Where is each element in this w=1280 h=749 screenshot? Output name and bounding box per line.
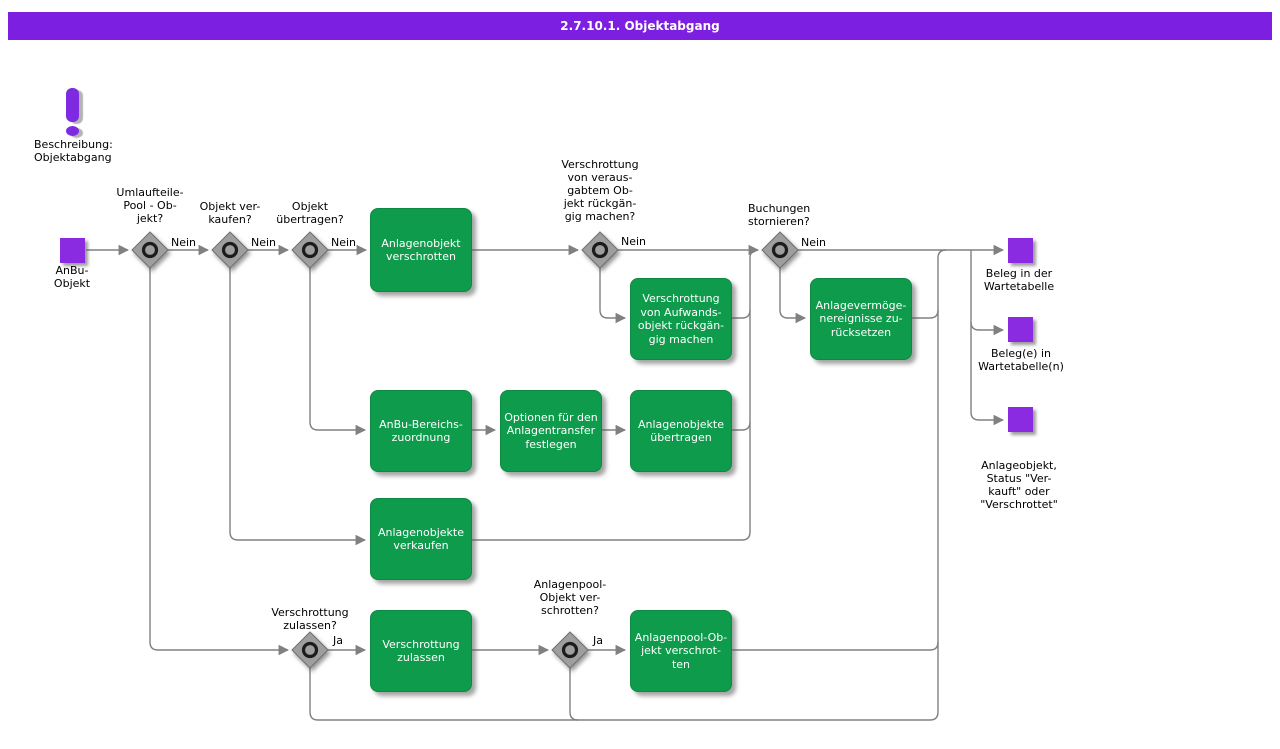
task-anlagenobjekte-uebertragen: Anlagenobjekte übertragen <box>630 390 732 472</box>
task-label: Anlagenpool-Ob- jekt verschrot- ten <box>634 630 728 671</box>
branch-label-nein-1: Nein <box>171 236 197 249</box>
branch-label-nein-4: Nein <box>621 235 647 248</box>
decision-objekt-uebertragen <box>291 231 329 269</box>
task-label: Anlagenobjekt verschrotten <box>381 236 461 264</box>
connector-d2-down-task7 <box>229 268 367 546</box>
connector-task9-join <box>730 641 939 651</box>
end-event-belege-wartetabellen <box>1008 317 1033 342</box>
task-anlagevermoegen-zuruecksetzen: Anlagevermöge- nereignisse zu- rücksetze… <box>810 278 912 360</box>
exclamation-icon <box>66 88 79 122</box>
connector-d4-down-task2 <box>599 268 627 324</box>
task-verschrottung-zulassen: Verschrottung zulassen <box>370 610 472 692</box>
connector-d5-down-task3 <box>779 268 807 324</box>
decision-verschrottung-rueckgaengig <box>581 231 619 269</box>
exclamation-icon-dot <box>66 126 79 136</box>
decision-anlagenpool-verschrotten <box>551 631 589 669</box>
connector-d6-down-bypass <box>309 249 947 721</box>
connector-task7-up-d5 <box>470 249 759 541</box>
end-event-beleg-wartetabelle <box>1008 238 1033 263</box>
connector-task2-join <box>730 309 751 319</box>
connector-branch-end3 <box>970 250 1005 426</box>
question-buchungen-stornieren: Buchungen stornieren? <box>748 202 811 228</box>
task-optionen-anlagentransfer: Optionen für den Anlagentransfer festleg… <box>500 390 602 472</box>
end-event-label-1: Beleg in der Wartetabelle <box>983 267 1055 293</box>
connector-task6-join <box>730 421 751 431</box>
decision-verschrottung-zulassen <box>291 631 329 669</box>
task-verschrottung-aufwand-rueckgaengig: Verschrottung von Aufwands- objekt rückg… <box>630 278 732 360</box>
task-label: AnBu-Bereichs- zuordnung <box>379 417 463 445</box>
task-label: Anlagenobjekte verkaufen <box>377 525 464 553</box>
branch-label-ja-6: Ja <box>333 634 343 647</box>
connector-d3-down-task4 <box>309 268 367 436</box>
end-event-label-2: Beleg(e) in Wartetabelle(n) <box>978 347 1064 373</box>
note-label: Beschreibung: Objektabgang <box>34 138 113 164</box>
question-verschrottung-rueckgaengig: Verschrottung von veraus- gabtem Ob- jek… <box>561 158 639 223</box>
connectors <box>86 244 1005 721</box>
decision-buchungen-stornieren <box>761 231 799 269</box>
task-label: Anlagenobjekte übertragen <box>637 417 724 445</box>
end-event-label-3: Anlageobjekt, Status "Ver- kauft" oder "… <box>980 459 1058 511</box>
task-label: Verschrottung zulassen <box>382 637 460 665</box>
question-verschrottung-zulassen: Verschrottung zulassen? <box>271 606 349 632</box>
branch-label-ja-7: Ja <box>593 634 603 647</box>
diagram-title: 2.7.10.1. Objektabgang <box>560 19 720 33</box>
task-label: Optionen für den Anlagentransfer festleg… <box>504 410 598 451</box>
end-event-anlageobjekt-status <box>1008 407 1033 432</box>
task-label: Anlagevermöge- nereignisse zu- rücksetze… <box>815 298 907 339</box>
decision-objekt-verkaufen <box>211 231 249 269</box>
task-anlagenobjekte-verkaufen: Anlagenobjekte verkaufen <box>370 498 472 580</box>
task-anlagenpool-objekt-verschrotten: Anlagenpool-Ob- jekt verschrot- ten <box>630 610 732 692</box>
task-anlagenobjekt-verschrotten: Anlagenobjekt verschrotten <box>370 208 472 292</box>
question-objekt-verkaufen: Objekt ver- kaufen? <box>199 200 261 226</box>
decision-diamonds <box>131 231 799 669</box>
connector-d1-down-d6 <box>149 268 290 656</box>
question-umlaufteile-pool: Umlaufteile- Pool - Ob- jekt? <box>116 186 184 225</box>
branch-label-nein-3: Nein <box>331 236 357 249</box>
connector-task3-join <box>910 309 939 319</box>
branch-label-nein-2: Nein <box>251 236 277 249</box>
connector-branch-end2 <box>970 321 1005 336</box>
start-event-anbu-objekt <box>60 238 85 263</box>
diagram-title-bar: 2.7.10.1. Objektabgang <box>8 12 1272 40</box>
task-label: Verschrottung von Aufwands- objekt rückg… <box>637 292 725 346</box>
question-anlagenpool-verschrotten: Anlagenpool- Objekt ver- schrotten? <box>533 578 607 617</box>
decision-umlaufteile-pool <box>131 231 169 269</box>
connector-d7-down-join <box>569 668 579 721</box>
question-objekt-uebertragen: Objekt übertragen? <box>276 200 344 226</box>
branch-label-nein-5: Nein <box>801 236 827 249</box>
task-anbu-bereichszuordnung: AnBu-Bereichs- zuordnung <box>370 390 472 472</box>
start-event-label: AnBu- Objekt <box>53 264 91 290</box>
